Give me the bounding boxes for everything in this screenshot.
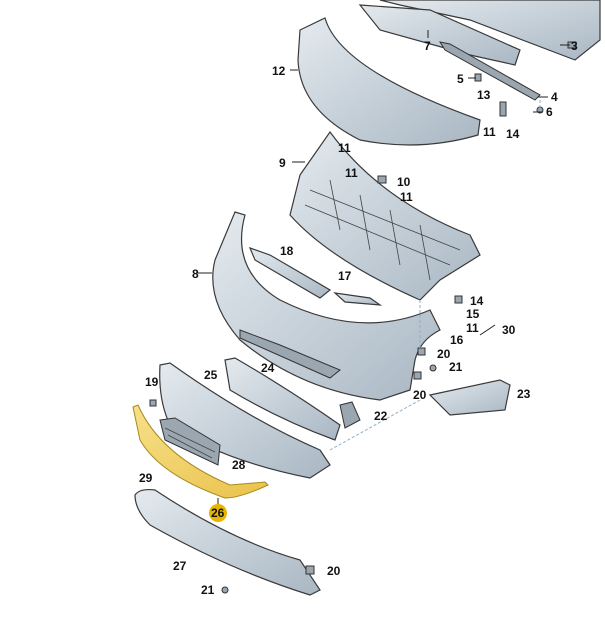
- label-3[interactable]: 3: [571, 39, 578, 53]
- label-20[interactable]: 20: [413, 388, 427, 402]
- part-labels: 3 4 5 6 7 11 13 14 12 9 11 11 10 11 18 1…: [139, 39, 578, 597]
- impact-absorber[interactable]: [358, 4, 521, 66]
- label-7[interactable]: 7: [424, 39, 431, 53]
- label-15[interactable]: 15: [466, 307, 480, 321]
- label-11[interactable]: 11: [345, 166, 358, 180]
- crossmember[interactable]: [379, 0, 601, 61]
- label-26[interactable]: 26: [211, 506, 225, 520]
- label-5[interactable]: 5: [457, 72, 464, 86]
- grille-upper[interactable]: [224, 357, 341, 441]
- label-27[interactable]: 27: [173, 559, 187, 573]
- label-6[interactable]: 6: [546, 105, 553, 119]
- plate-holder[interactable]: [159, 417, 221, 466]
- label-4[interactable]: 4: [551, 90, 558, 104]
- label-11[interactable]: 11: [338, 141, 351, 155]
- label-17[interactable]: 17: [338, 269, 352, 283]
- spoiler-bracket[interactable]: [339, 401, 361, 429]
- label-11[interactable]: 11: [466, 321, 479, 335]
- label-16[interactable]: 16: [450, 333, 464, 347]
- label-8[interactable]: 8: [192, 267, 199, 281]
- bumper-cover[interactable]: [212, 211, 441, 401]
- label-14[interactable]: 14: [470, 294, 484, 308]
- label-22[interactable]: 22: [374, 409, 388, 423]
- side-bracket[interactable]: [428, 379, 511, 416]
- bumper-cover-upper[interactable]: [297, 17, 481, 146]
- label-29[interactable]: 29: [139, 471, 153, 485]
- label-11[interactable]: 11: [483, 125, 496, 139]
- label-24[interactable]: 24: [261, 361, 275, 375]
- label-10[interactable]: 10: [397, 175, 411, 189]
- label-11[interactable]: 11: [400, 190, 413, 204]
- label-12[interactable]: 12: [272, 64, 286, 78]
- label-21[interactable]: 21: [201, 583, 215, 597]
- support-bar[interactable]: [438, 41, 541, 101]
- trim-strip-26[interactable]: [132, 404, 269, 499]
- label-19[interactable]: 19: [145, 375, 159, 389]
- bumper-carrier[interactable]: [289, 130, 481, 301]
- label-23[interactable]: 23: [517, 387, 531, 401]
- label-9[interactable]: 9: [279, 156, 286, 170]
- label-20[interactable]: 20: [327, 564, 341, 578]
- grille-lower[interactable]: [159, 362, 331, 479]
- label-13[interactable]: 13: [477, 88, 491, 102]
- lower-spoiler[interactable]: [134, 488, 321, 596]
- highlight-badge: [209, 504, 227, 522]
- label-28[interactable]: 28: [232, 458, 246, 472]
- label-21[interactable]: 21: [449, 360, 463, 374]
- label-14[interactable]: 14: [506, 127, 520, 141]
- label-25[interactable]: 25: [204, 368, 218, 382]
- label-20[interactable]: 20: [437, 347, 451, 361]
- label-18[interactable]: 18: [280, 244, 294, 258]
- label-30[interactable]: 30: [502, 323, 516, 337]
